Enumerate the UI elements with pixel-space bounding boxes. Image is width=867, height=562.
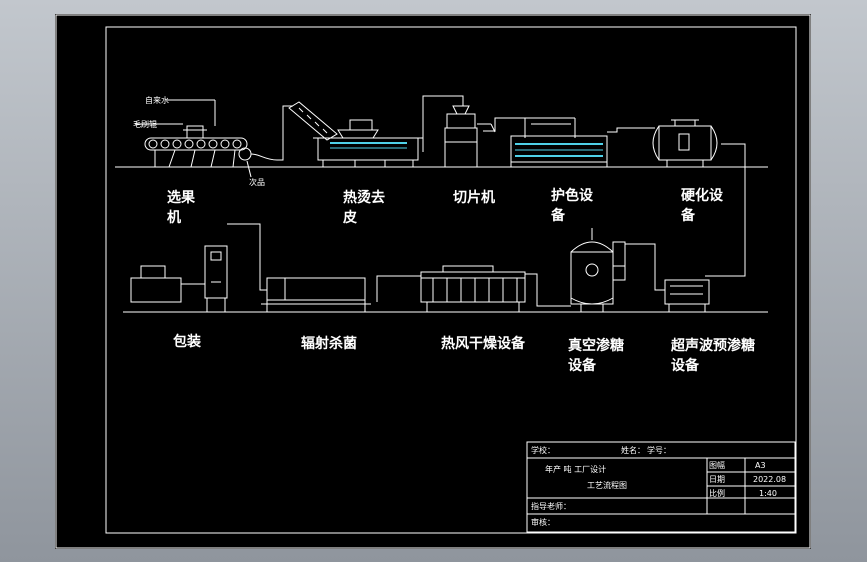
tb-date-label: 日期 xyxy=(709,475,725,484)
label-irradiation: 辐射杀菌 xyxy=(301,336,357,352)
scalding-peeling-machine xyxy=(313,119,423,167)
pipe-9 xyxy=(227,223,267,291)
tb-reviewer: 审核： xyxy=(531,518,555,527)
label-vacuum-sugar: 真空渗糖 设备 xyxy=(568,338,624,374)
brush-roller-label: 毛刷辊 xyxy=(133,120,157,129)
pipe-1 xyxy=(250,105,293,161)
tb-name: 姓名： xyxy=(621,446,645,455)
drawing-sheet: 自来水 毛刷辊 次品 选果 机 热烫去 皮 切片机 护色设 备 硬化设 备 包装… xyxy=(55,14,811,549)
tb-sheet-label: 图幅 xyxy=(709,461,725,470)
packaging-machine xyxy=(130,245,228,312)
tb-drawing-name: 工艺流程图 xyxy=(587,481,627,490)
ultrasonic-machine xyxy=(664,279,710,312)
tb-scale-value: 1:40 xyxy=(759,489,777,498)
label-packaging: 包装 xyxy=(173,334,201,350)
label-color-protection: 护色设 备 xyxy=(551,188,593,224)
outer-border xyxy=(55,14,811,549)
tb-school: 学校： xyxy=(531,446,555,455)
tb-sheet-value: A3 xyxy=(755,461,766,470)
label-sorting-machine: 选果 机 xyxy=(167,190,195,226)
slicer xyxy=(444,105,496,168)
sorting-machine xyxy=(135,99,252,178)
tb-project-line: 年产 吨 工厂设计 xyxy=(545,465,607,474)
vacuum-sugar-tank xyxy=(570,228,626,312)
incline-feeder xyxy=(288,101,338,141)
tap-water-label: 自来水 xyxy=(145,96,169,105)
label-hot-air-drying: 热风干燥设备 xyxy=(441,336,525,352)
title-block xyxy=(526,441,796,533)
label-hardening: 硬化设 备 xyxy=(681,188,723,224)
hot-air-dryer xyxy=(420,265,526,312)
color-protection-tank xyxy=(510,117,608,167)
pipe-4 xyxy=(607,127,655,133)
pipe-6 xyxy=(625,243,665,291)
pipe-8 xyxy=(376,275,421,302)
tb-advisor: 指导老师： xyxy=(531,502,571,511)
label-scalding-peeling: 热烫去 皮 xyxy=(343,190,385,226)
tb-student-id: 学号： xyxy=(647,446,671,455)
tb-date-value: 2022.08 xyxy=(753,475,787,484)
inner-border xyxy=(105,26,797,534)
pipe-3 xyxy=(483,117,525,132)
waste-label: 次品 xyxy=(249,178,265,187)
label-ultrasonic-sugar: 超声波预渗糖 设备 xyxy=(671,338,755,374)
pipe-2 xyxy=(422,95,464,152)
irradiation-tunnel xyxy=(261,277,371,312)
label-slicer: 切片机 xyxy=(453,190,495,206)
hardening-drum xyxy=(652,119,718,167)
drawing-canvas xyxy=(55,14,811,549)
pipe-5 xyxy=(705,143,746,277)
pipe-7 xyxy=(525,273,571,307)
tb-scale-label: 比例 xyxy=(709,489,725,498)
